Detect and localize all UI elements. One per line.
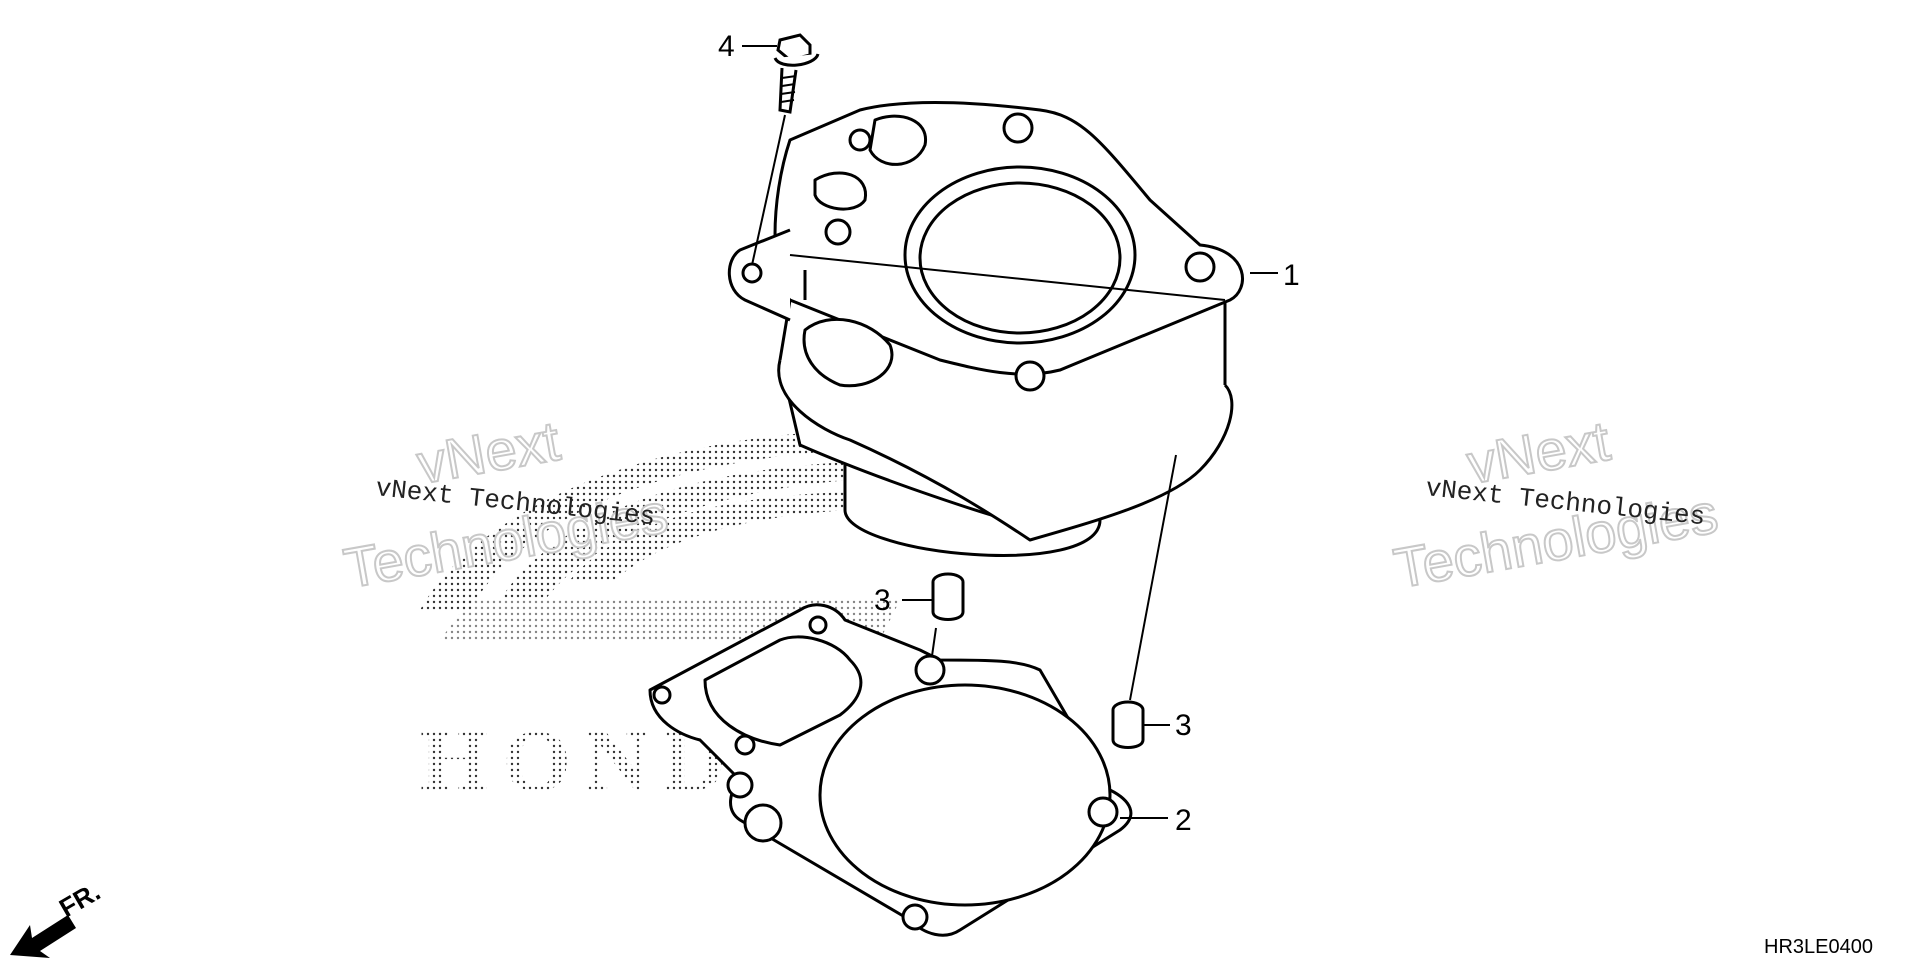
- gasket-part[interactable]: [648, 603, 1133, 937]
- direction-indicator: FR.: [10, 876, 105, 958]
- callout-3-lower: 3: [1175, 709, 1192, 742]
- bolt-part[interactable]: [751, 33, 820, 266]
- callout-4: 4: [718, 30, 735, 63]
- dowel-upper-part[interactable]: [929, 572, 965, 671]
- front-label: FR.: [54, 876, 105, 923]
- callout-1: 1: [1283, 259, 1300, 292]
- honda-wing-logo: HONDA: [420, 430, 900, 810]
- watermark-right-line1: vNext: [1462, 409, 1614, 496]
- cylinder-part[interactable]: [727, 101, 1244, 557]
- callout-3-upper: 3: [874, 584, 891, 617]
- callout-2: 2: [1175, 804, 1192, 837]
- leader-lines: [742, 45, 1278, 819]
- diagram-code: HR3LE0400: [1764, 936, 1873, 958]
- dowel-lower-part[interactable]: [1111, 454, 1177, 749]
- front-arrow-icon: [10, 915, 76, 958]
